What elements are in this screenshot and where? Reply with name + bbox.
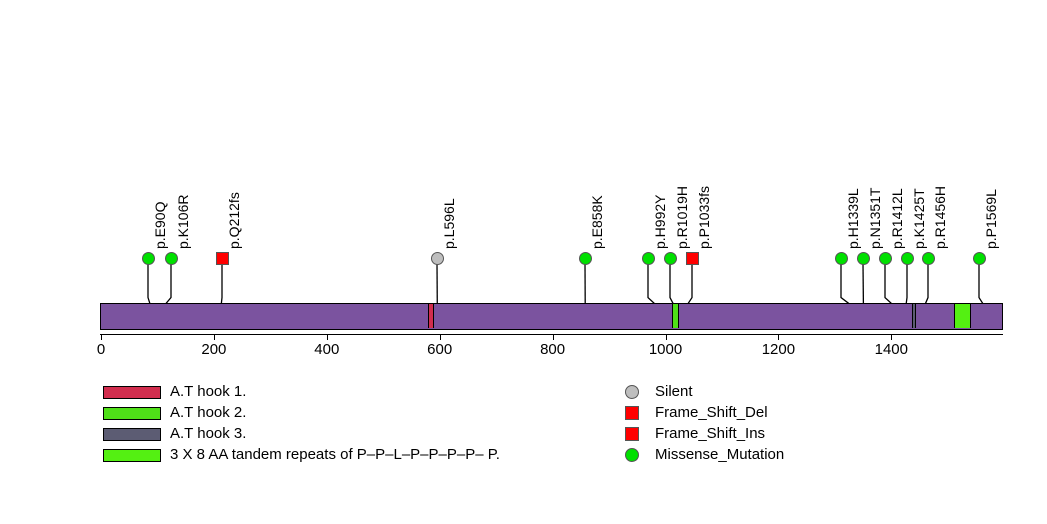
- legend-mutation-swatch: [625, 406, 639, 420]
- mutation-label: p.H992Y: [652, 194, 668, 249]
- lollipop-head[interactable]: [663, 251, 677, 265]
- mutation-label: p.E858K: [589, 195, 605, 249]
- x-axis-tick-label: 1400: [874, 341, 908, 358]
- legend-domain-swatch: [103, 407, 161, 420]
- legend-mutation-label: Missense_Mutation: [655, 446, 785, 463]
- legend-mutation-swatch: [625, 385, 639, 399]
- x-axis-tick-label: 1200: [761, 341, 796, 358]
- lollipop-head[interactable]: [972, 251, 986, 265]
- mutation-label: p.R1412L: [889, 188, 905, 249]
- lollipop-head[interactable]: [430, 251, 444, 265]
- protein-backbone: [100, 303, 1003, 330]
- x-axis-tick: [439, 334, 441, 340]
- legend-domain-swatch: [103, 428, 161, 441]
- mutation-label: p.K106R: [175, 194, 191, 249]
- legend-mutation-swatch: [625, 427, 639, 441]
- protein-domain: [954, 304, 971, 328]
- mutation-label: p.E90Q: [152, 201, 168, 249]
- mutation-label: p.N1351T: [867, 187, 883, 249]
- legend-domain-label: A.T hook 3.: [170, 425, 247, 442]
- lollipop-head[interactable]: [921, 251, 935, 265]
- x-axis-tick: [326, 334, 328, 340]
- x-axis-line: [100, 334, 1003, 336]
- x-axis-tick: [101, 334, 102, 340]
- legend-domain-swatch: [103, 449, 161, 462]
- mutation-label: p.Q212fs: [226, 192, 242, 249]
- legend-domain-label: 3 X 8 AA tandem repeats of P–P–L–P–P–P–P…: [170, 446, 500, 463]
- mutation-label: p.R1456H: [932, 185, 948, 249]
- x-axis-tick-label: 600: [427, 341, 453, 358]
- lollipop-head[interactable]: [164, 251, 178, 265]
- lollipop-head[interactable]: [900, 251, 914, 265]
- protein-domain: [428, 304, 435, 328]
- lollipop-head[interactable]: [856, 251, 870, 265]
- x-axis-tick-label: 200: [201, 341, 227, 358]
- lollipop-head[interactable]: [215, 251, 229, 265]
- lollipop-head[interactable]: [834, 251, 848, 265]
- mutation-label: p.H1339L: [845, 188, 861, 249]
- mutation-label: p.K1425T: [911, 188, 927, 249]
- mutation-label: p.P1569L: [983, 189, 999, 249]
- lollipop-head[interactable]: [685, 251, 699, 265]
- protein-domain: [672, 304, 679, 328]
- x-axis-tick-label: 1000: [648, 341, 683, 358]
- lollipop-head[interactable]: [141, 251, 155, 265]
- x-axis-tick: [552, 334, 554, 340]
- x-axis-tick: [213, 334, 215, 340]
- x-axis-tick-label: 800: [540, 341, 566, 358]
- legend-mutation-label: Frame_Shift_Del: [655, 404, 768, 421]
- legend-domain-swatch: [103, 386, 161, 399]
- mutation-label: p.R1019H: [674, 185, 690, 249]
- protein-domain: [911, 304, 917, 328]
- lollipop-head[interactable]: [878, 251, 892, 265]
- lollipop-head[interactable]: [641, 251, 655, 265]
- mutation-label: p.L596L: [441, 198, 457, 249]
- x-axis-tick: [665, 334, 667, 340]
- legend-domain-label: A.T hook 1.: [170, 383, 247, 400]
- legend-domain-label: A.T hook 2.: [170, 404, 247, 421]
- legend-mutation-label: Silent: [655, 383, 693, 400]
- x-axis-tick-label: 0: [96, 341, 106, 358]
- x-axis-tick-label: 400: [314, 341, 340, 358]
- mutation-label: p.P1033fs: [696, 185, 712, 249]
- x-axis-tick: [891, 334, 893, 340]
- legend-mutation-swatch: [625, 448, 639, 462]
- lollipop-head[interactable]: [578, 251, 592, 265]
- legend-mutation-label: Frame_Shift_Ins: [655, 425, 766, 442]
- x-axis-tick: [778, 334, 780, 340]
